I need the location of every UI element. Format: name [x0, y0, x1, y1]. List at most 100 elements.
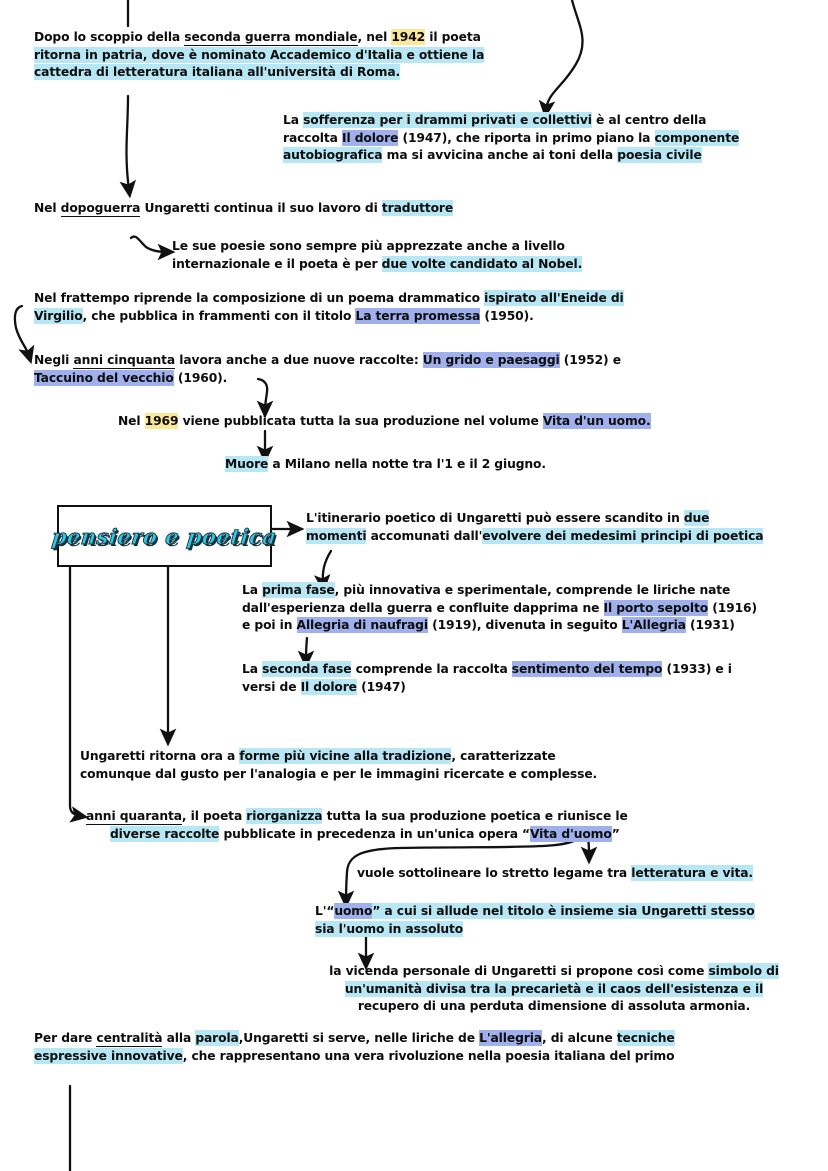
n1-l1-a: Dopo lo scoppio della [34, 30, 185, 44]
n17-l1-g: , di alcune [541, 1031, 617, 1045]
n16-l3: recupero di una perduta dimensione di as… [357, 999, 751, 1013]
connector-hook-to-n4 [129, 235, 176, 261]
node-vicenda-personale: la vicenda personale di Ungaretti si pro… [300, 963, 808, 1016]
n2-l1-c: è al centro della [591, 113, 707, 127]
n8-a: Muore [225, 456, 269, 472]
connector-n10-to-n11 [297, 636, 315, 669]
n2-l3-c: poesia civile [617, 147, 702, 163]
n17-l1-a: Per dare [34, 1031, 97, 1045]
n10-l1-a: La [242, 583, 263, 597]
n17-l1-f: L'allegria [479, 1030, 542, 1046]
n17-l1-c: alla [162, 1031, 196, 1045]
n7-d: Vita d'un uomo. [542, 413, 651, 429]
n10-l3-b: Allegria di naufragi [296, 617, 428, 633]
n3-b: dopoguerra [60, 200, 141, 217]
n12-l1-a: Ungaretti ritorna ora a [80, 749, 240, 763]
n12-l2: comunque dal gusto per l'analogia e per … [80, 766, 598, 781]
n16-l1-a: la vicenda personale di Ungaretti si pro… [329, 964, 709, 978]
n1-l2: ritorna in patria, dove è nominato Accad… [34, 46, 485, 63]
n2-l1-b: sofferenza per i drammi privati e collet… [303, 112, 592, 128]
n15-l1-a: L'“ [315, 904, 335, 918]
n13-l2-a: diverse raccolte [110, 825, 220, 842]
n1-l1-c: , nel [357, 30, 392, 44]
n9-l1-a: L'itinerario poetico di Ungaretti può es… [306, 511, 684, 525]
n17-l1-d: parola [195, 1030, 239, 1046]
n14-a: vuole sottolineare lo stretto legame tra [357, 866, 632, 880]
n10-l2-c: (1916) [708, 600, 757, 615]
n4-l2-a: internazionale e il poeta è per [172, 256, 382, 271]
n10-l3-a: e poi in [242, 618, 297, 632]
n13-l2-d: ” [611, 826, 620, 841]
n11-l1-d: sentimento del tempo [511, 661, 663, 677]
n9-l2-a: momenti [306, 527, 367, 544]
n10-l3-e: (1931) [685, 618, 735, 632]
node-anni-quaranta: anni quaranta, il poeta riorganizza tutt… [86, 808, 786, 843]
n2-l2-a: raccolta [283, 130, 342, 145]
n2-l1-a: La [283, 113, 304, 127]
node-itinerario-poetico: L'itinerario poetico di Ungaretti può es… [306, 510, 806, 545]
n4-l2-b: due volte candidato al Nobel. [381, 255, 583, 272]
n11-l1-b: seconda fase [262, 661, 352, 677]
n16-l1-b: simbolo di [708, 963, 779, 979]
n6-l1-b: anni cinquanta [73, 352, 176, 369]
node-stretto-legame: vuole sottolineare lo stretto legame tra… [357, 865, 827, 883]
n16-l2: un'umanità divisa tra la precarietà e il… [344, 980, 764, 997]
n3-d: traduttore [381, 200, 454, 216]
n11-l1-c: comprende la raccolta [351, 662, 512, 676]
node-uomo-titolo: L'“uomo” a cui si allude nel titolo è in… [315, 903, 815, 938]
n10-l2-b: Il porto sepolto [603, 599, 709, 616]
n2-l2-c: (1947), che riporta in primo piano la [398, 130, 655, 145]
n2-l2-b: Il dolore [341, 129, 399, 146]
node-muore-milano: Muore a Milano nella notte tra l'1 e il … [225, 456, 725, 474]
connector-n1-to-n3 [119, 94, 136, 199]
n13-l1-c: riorganizza [246, 808, 323, 824]
n11-l1-a: La [242, 662, 263, 676]
n17-l1-e: ,Ungaretti si serve, nelle liriche de [238, 1031, 480, 1045]
node-centralita-parola: Per dare centralità alla parola,Ungarett… [34, 1030, 794, 1065]
n7-b: 1969 [144, 413, 179, 429]
n13-l1-b: , il poeta [181, 809, 247, 823]
n11-l1-e: (1933) e i [662, 662, 732, 676]
n4-l1: Le sue poesie sono sempre più apprezzate… [172, 239, 565, 253]
node-forme-tradizione: Ungaretti ritorna ora a forme più vicine… [80, 748, 740, 783]
n10-l1-b: prima fase [262, 582, 335, 598]
n6-l2-b: (1960). [173, 370, 228, 385]
n17-l1-h: tecniche [616, 1030, 675, 1046]
n6-l1-e: (1952) e [559, 353, 621, 367]
node-dopo-scoppio: Dopo lo scoppio della seconda guerra mon… [34, 29, 554, 82]
node-dopoguerra-traduttore: Nel dopoguerra Ungaretti continua il suo… [34, 200, 554, 218]
n13-l2-b: pubblicate in precedenza in un'unica ope… [219, 826, 530, 841]
n10-l2-a: dall'esperienza della guerra e confluite… [242, 600, 604, 615]
n11-l2-a: versi de [242, 679, 301, 694]
node-prima-fase: La prima fase, più innovativa e sperimen… [242, 582, 802, 635]
n5-l2-d: (1950). [480, 308, 534, 323]
node-1969-vita-uomo: Nel 1969 viene pubblicata tutta la sua p… [118, 413, 758, 431]
connector-titlebox-to-n13 [68, 561, 89, 823]
n3-c: Ungaretti continua il suo lavoro di [140, 201, 382, 215]
n10-l1-c: , più innovativa e sperimentale, compren… [334, 583, 731, 597]
node-seconda-fase: La seconda fase comprende la raccolta se… [242, 661, 802, 696]
n17-l2-b: , che rappresentano una vera rivoluzione… [182, 1048, 675, 1063]
n10-l3-d: L'Allegria [621, 617, 686, 633]
n14-b: letteratura e vita. [631, 865, 753, 881]
n17-l2-a: espressive innovative [34, 1047, 183, 1064]
n1-l1-d: 1942 [391, 29, 426, 45]
connector-n9-to-n10 [313, 549, 333, 593]
n12-l1-b: forme più vicine alla tradizione [239, 748, 452, 764]
n6-l1-d: Un grido e paesaggi [422, 352, 560, 368]
n6-l1-a: Negli [34, 353, 74, 367]
n6-l2-a: Taccuino del vecchio [34, 369, 174, 386]
n13-l1-d: tutta la sua produzione poetica e riunis… [322, 809, 628, 823]
n2-l3-a: autobiografica [283, 147, 383, 163]
n15-l1-c: ” a cui si allude nel titolo è insieme s… [372, 903, 755, 919]
node-anni-cinquanta: Negli anni cinquanta lavora anche a due … [34, 352, 734, 387]
n9-l1-b: due [683, 510, 710, 526]
section-title-label: pensiero e poetica [50, 523, 279, 549]
n11-l2-b: Il dolore [300, 678, 357, 695]
n2-l3-b: ma si avvicina anche ai toni della [382, 148, 618, 162]
n5-l1-a: Nel frattempo riprende la composizione d… [34, 291, 485, 305]
node-sofferenza-drammi: La sofferenza per i drammi privati e col… [283, 112, 788, 165]
node-poema-drammatico: Nel frattempo riprende la composizione d… [34, 290, 734, 325]
n15-l2: sia l'uomo in assoluto [315, 920, 464, 937]
